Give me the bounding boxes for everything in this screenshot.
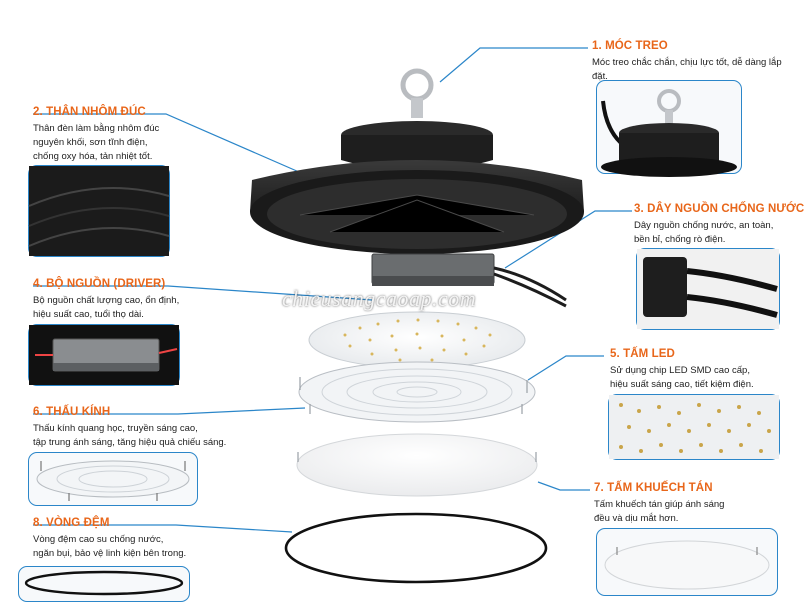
part-label-4: 4. BỘ NGUỒN (DRIVER) Bộ nguồn chất lượng… [33,278,179,322]
part-label-2: 2. THÂN NHÔM ĐÚC Thân đèn làm bằng nhôm … [33,106,159,164]
led-plate [308,311,526,369]
gasket-ring [284,512,548,584]
hook [400,68,434,118]
callout-line-1 [439,47,588,83]
part-desc: Bộ nguồn chất lượng cao, ổn định,hiệu su… [33,295,180,320]
thumb-hook [596,80,742,177]
callout-line-2 [33,113,323,183]
watermark-text: chieusangcaoap.com [282,286,477,311]
thumb-gasket [18,566,190,602]
callout-line-6 [33,407,306,415]
thumb-led [608,394,780,460]
part-label-1: 1. MÓC TREO Móc treo chắc chắn, chịu lực… [592,40,800,84]
part-label-6: 6. THẤU KÍNH Thấu kính quang học, truyền… [33,406,226,450]
driver [371,253,567,308]
thumb-diffuser [596,528,778,596]
part-title: 8. VÒNG ĐỆM [33,517,110,529]
diffuser [296,433,538,497]
part-desc: Dây nguồn chống nước, an toàn,bền bỉ, ch… [634,220,774,245]
lens [298,361,536,423]
part-label-7: 7. TẤM KHUẾCH TÁN Tấm khuếch tán giúp án… [594,482,724,526]
thumb-cable [636,248,780,330]
part-desc: Thấu kính quang học, truyền sáng cao,tập… [33,423,227,448]
callout-line-8 [33,524,293,533]
part-title: 5. TẤM LED [610,348,675,360]
part-title: 6. THẤU KÍNH [33,406,111,418]
callout-line-3 [504,210,632,269]
part-label-8: 8. VÒNG ĐỆM Vòng đệm cao su chống nước,n… [33,517,186,561]
housing [250,121,584,254]
thumb-lens [28,452,198,506]
part-label-5: 5. TẤM LED Sử dụng chip LED SMD cao cấp,… [610,348,754,392]
thumb-driver [28,324,180,386]
part-title: 4. BỘ NGUỒN (DRIVER) [33,278,166,290]
part-label-3: 3. DÂY NGUỒN CHỐNG NƯỚC Dây nguồn chống … [634,203,804,247]
part-title: 3. DÂY NGUỒN CHỐNG NƯỚC [634,203,804,215]
part-desc: Móc treo chắc chắn, chịu lực tốt, dễ dàn… [592,57,782,82]
callout-line-4 [33,285,373,301]
part-desc: Sử dụng chip LED SMD cao cấp,hiệu suất s… [610,365,754,390]
part-title: 1. MÓC TREO [592,40,668,52]
thumb-housing [28,165,170,257]
callout-line-5 [527,355,604,381]
part-title: 7. TẤM KHUẾCH TÁN [594,482,713,494]
part-title: 2. THÂN NHÔM ĐÚC [33,106,146,118]
callout-line-7 [537,481,590,491]
part-desc: Vòng đệm cao su chống nước,ngăn bụi, bảo… [33,534,187,559]
